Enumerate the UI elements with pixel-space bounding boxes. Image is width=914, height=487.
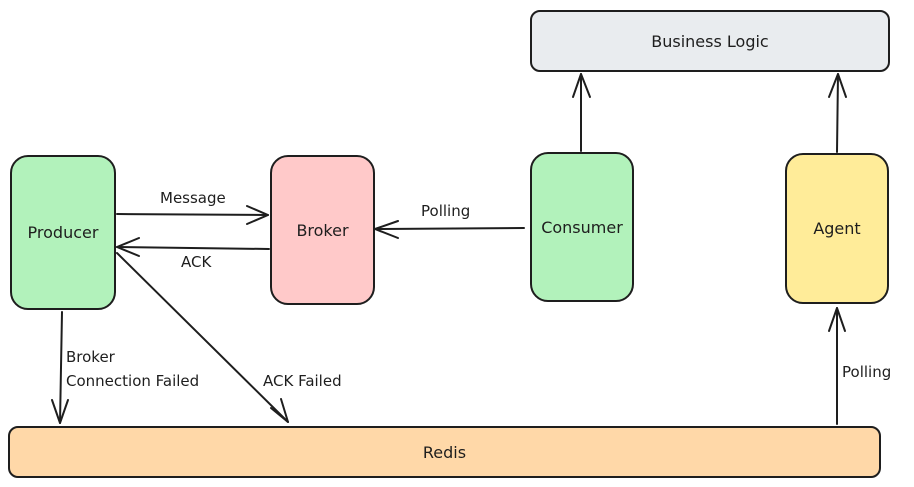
node-redis[interactable]: Redis — [8, 426, 881, 478]
node-label: Consumer — [541, 217, 623, 237]
node-agent[interactable]: Agent — [785, 153, 889, 304]
node-label: Broker — [296, 220, 349, 240]
node-label: Business Logic — [651, 31, 769, 51]
node-label: Redis — [422, 442, 467, 462]
edge-agent-to-business-logic — [828, 73, 847, 153]
node-label: Producer — [27, 223, 99, 242]
edge-label-message: Message — [160, 189, 226, 207]
edge-broker-connection-failed — [51, 311, 69, 424]
edge-consumer-to-business-logic — [572, 73, 591, 152]
node-label: Agent — [813, 219, 861, 238]
edge-message — [116, 205, 269, 225]
arrowhead-icon — [246, 205, 269, 225]
edge-label-agent-polling: Polling — [842, 363, 892, 381]
node-producer[interactable]: Producer — [10, 155, 116, 310]
arrowhead-icon — [828, 73, 847, 98]
edge-ack — [116, 237, 270, 257]
edge-ack-failed — [116, 252, 289, 423]
arrowhead-icon — [828, 307, 846, 332]
edge-label-broker-connection-failed-line1: Broker — [66, 348, 115, 366]
arrowhead-icon — [270, 398, 289, 423]
edge-label-broker-connection-failed-line2: Connection Failed — [66, 372, 200, 390]
edge-label-ack-failed: ACK Failed — [263, 372, 342, 390]
arrowhead-icon — [51, 399, 69, 424]
node-consumer[interactable]: Consumer — [530, 152, 634, 302]
arrowhead-icon — [374, 220, 399, 239]
arrowhead-icon — [572, 73, 591, 98]
node-broker[interactable]: Broker — [270, 155, 375, 305]
node-business-logic[interactable]: Business Logic — [530, 10, 890, 72]
arrowhead-icon — [116, 237, 140, 257]
edge-agent-polling — [828, 307, 846, 425]
edge-label-consumer-polling: Polling — [421, 202, 471, 220]
edge-label-ack: ACK — [181, 253, 212, 271]
edge-consumer-polling — [374, 220, 525, 239]
